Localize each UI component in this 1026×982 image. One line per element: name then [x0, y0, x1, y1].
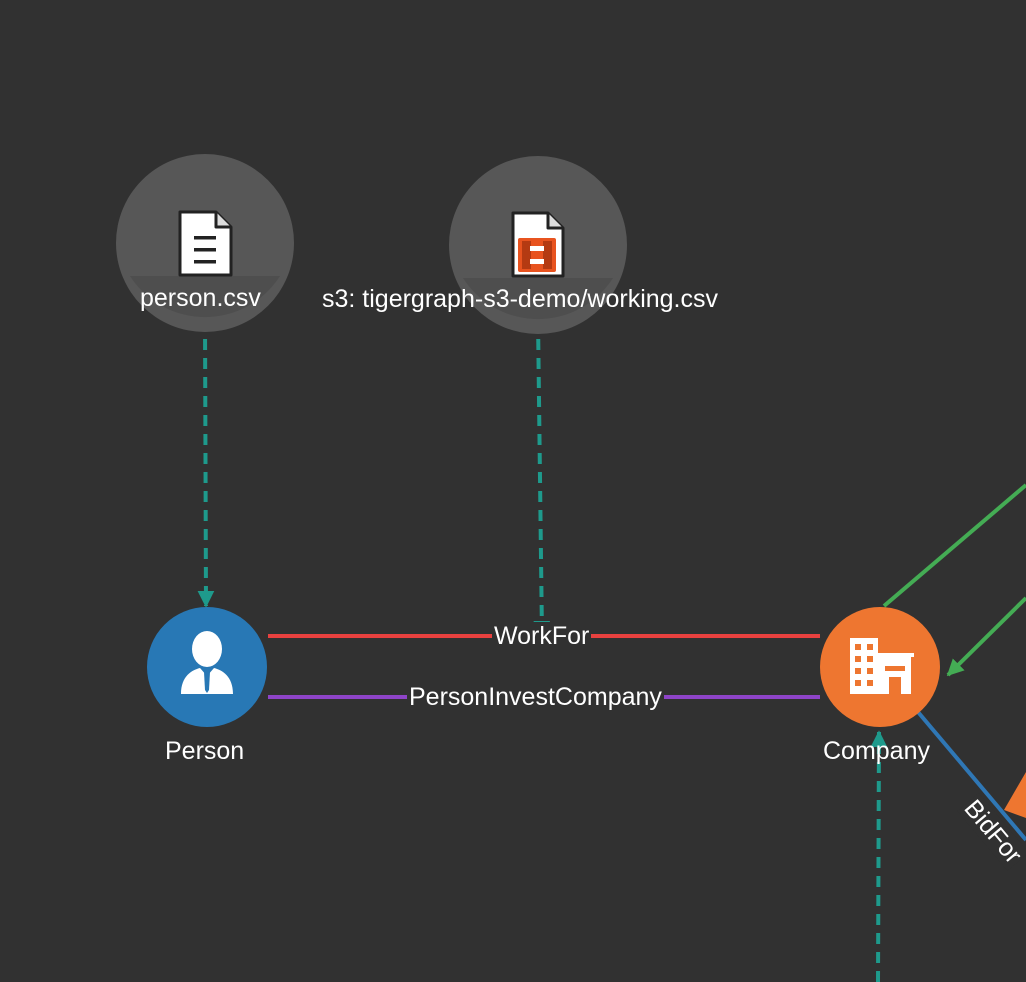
bidfor-target-arrow [1004, 772, 1026, 818]
edge-label-workfor[interactable]: WorkFor [492, 622, 592, 650]
edge-bidfor-line[interactable] [916, 710, 1026, 842]
edge-green-line-2[interactable] [946, 596, 1026, 677]
mapping-person-csv-to-person[interactable] [197, 319, 215, 608]
aws-s3-icon [511, 211, 565, 278]
mapping-working-csv-to-workfor[interactable] [533, 319, 551, 638]
vertex-label-company: Company [823, 737, 930, 765]
edge-green-line-1[interactable] [882, 483, 1026, 608]
document-icon [178, 210, 233, 277]
vertex-label-person: Person [165, 737, 245, 765]
file-node-person-csv-lower [130, 276, 280, 318]
edge-label-personinvestcompany[interactable]: PersonInvestCompany [407, 683, 664, 711]
file-node-s3-lower [463, 278, 613, 320]
file-label-person-csv: person.csv [140, 284, 261, 312]
file-label-s3-working-csv: s3: tigergraph-s3-demo/working.csv [322, 285, 718, 313]
person-icon [181, 631, 233, 694]
mapping-to-company[interactable] [870, 730, 888, 982]
building-icon [850, 638, 914, 694]
